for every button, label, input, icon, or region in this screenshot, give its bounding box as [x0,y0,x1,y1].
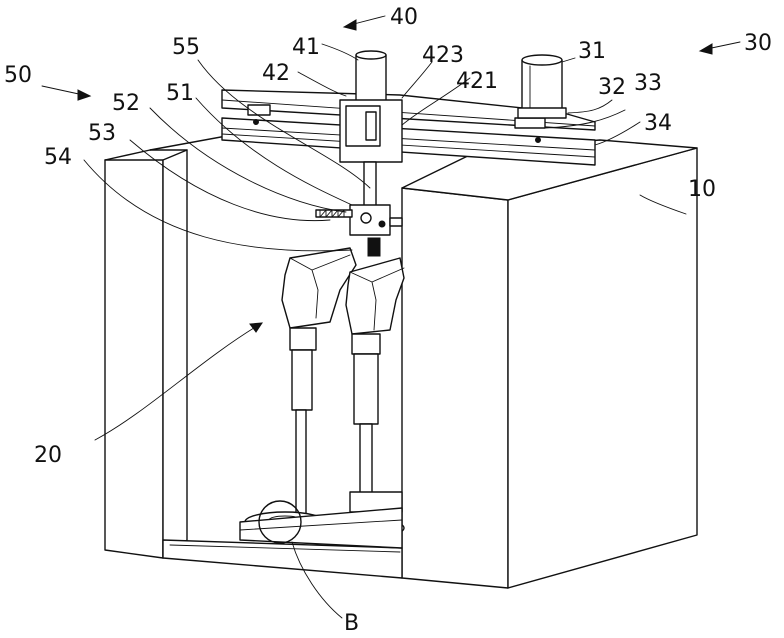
label-40: 40 [390,5,418,30]
label-51: 51 [166,81,194,106]
label-50: 50 [4,63,32,88]
label-10: 10 [688,177,716,202]
label-32: 32 [598,75,626,100]
label-b: B [344,611,359,636]
label-421: 421 [456,69,498,94]
label-423: 423 [422,43,464,68]
label-20: 20 [34,443,62,468]
leg-fixture-left [245,248,356,532]
label-42: 42 [262,61,290,86]
clamp-head-50 [316,205,402,256]
vertical-drive-40 [340,51,402,207]
label-55: 55 [172,35,200,60]
label-34: 34 [644,111,672,136]
label-52: 52 [112,91,140,116]
label-41: 41 [292,35,320,60]
label-54: 54 [44,145,72,170]
label-33: 33 [634,71,662,96]
label-31: 31 [578,39,606,64]
motor-31 [518,55,566,118]
label-30: 30 [744,31,772,56]
leg-fixture-right [336,258,404,537]
label-53: 53 [88,121,116,146]
